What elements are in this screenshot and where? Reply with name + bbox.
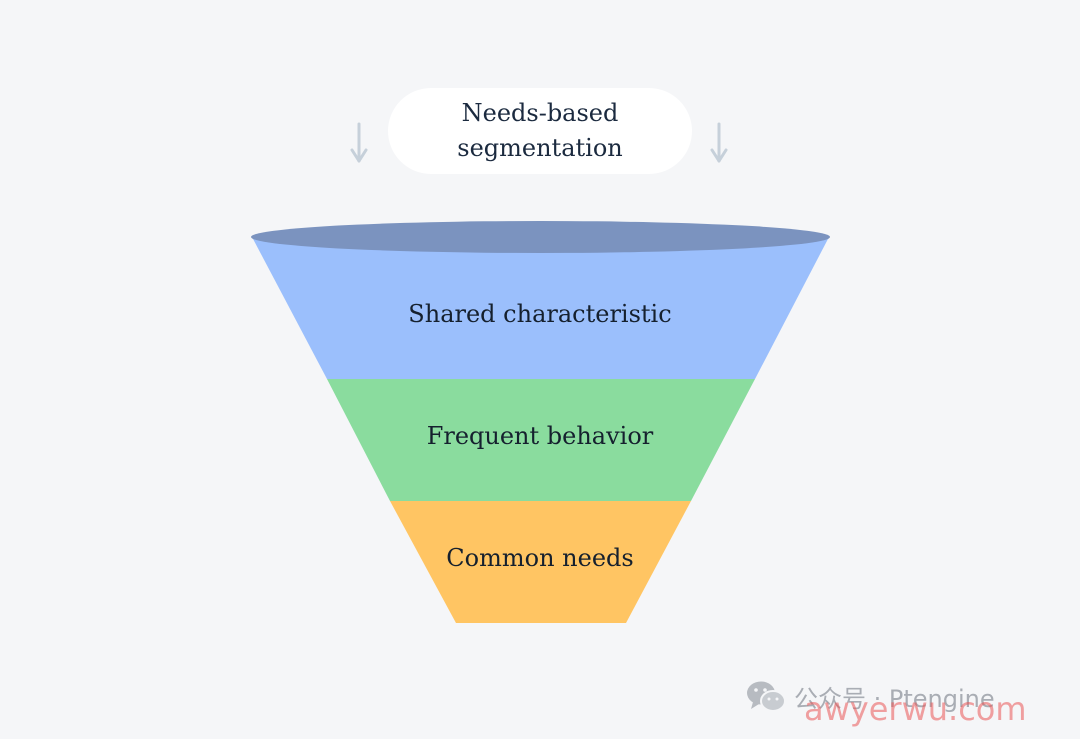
tier-label-shared-characteristic: Shared characteristic [408,300,672,328]
funnel-tier-common-needs [390,501,691,623]
site-watermark: awyerwu.com [804,690,1027,728]
tier-label-frequent-behavior: Frequent behavior [426,422,654,450]
right-down-arrow-icon [710,122,728,163]
wechat-icon [747,681,786,712]
watermark-text: 公众号 · Ptengine [794,684,995,713]
title-line-1: Needs-based [461,99,619,127]
funnel-tier-frequent-behavior [327,379,755,501]
funnel-rim [251,221,830,253]
title-line-2: segmentation [457,134,623,162]
segmentation-title-box: Needs-based segmentation [388,88,692,174]
funnel-tier-shared-characteristic [252,237,829,379]
watermark: 公众号 · Ptengine [744,676,995,716]
left-down-arrow-icon [350,122,368,163]
tier-label-common-needs: Common needs [446,544,634,572]
